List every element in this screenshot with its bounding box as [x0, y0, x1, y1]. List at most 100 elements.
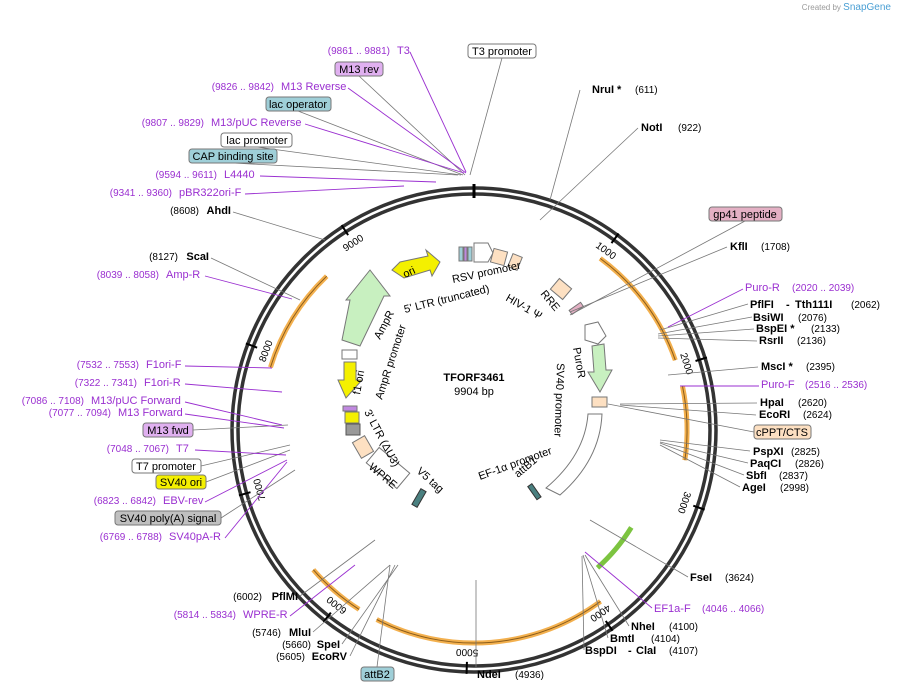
enzyme-pflmi: PflMI [272, 591, 298, 603]
enzyme-leader-10 [659, 439, 751, 452]
enzyme-leader-21 [312, 564, 391, 633]
box-t3-promoter [467, 43, 537, 59]
primer-m13-forward: M13 Forward [118, 407, 183, 419]
box-cppt-cts [753, 424, 812, 440]
box-lac-operator [265, 96, 332, 112]
enzyme-bspei: BspEI * [756, 323, 795, 335]
enzyme-nrui: NruI * [592, 84, 622, 96]
plasmid-size: 9904 bp [454, 386, 494, 398]
primer-f1ori-f-pos: (7532 .. 7553) [77, 360, 139, 371]
primer-ef1a-f-pos: (4046 .. 4066) [702, 604, 764, 615]
puror-arrow [587, 343, 613, 394]
inner-label-ori: ori [401, 265, 417, 281]
enzyme-ecori: EcoRI [759, 409, 790, 421]
primer-leader-10 [194, 449, 287, 456]
primer-l4440-pos: (9594 .. 9611) [155, 170, 217, 181]
enzyme-nrui-pos: (611) [635, 85, 658, 96]
primer-ebv-rev: EBV-rev [163, 495, 204, 507]
enzyme-leader-6 [657, 337, 758, 342]
credit: Created by SnapGene [802, 2, 891, 13]
primer-leader-14 [667, 288, 744, 328]
label-lac-operator: lac operator [269, 99, 327, 111]
enzyme-bmti: BmtI [610, 633, 634, 645]
enzyme-clai: ClaI [636, 645, 656, 657]
primer-sv40pa-r: SV40pA-R [169, 531, 221, 543]
boxed-feature-labels: T3 promoter M13 rev lac operator lac pro… [114, 43, 812, 682]
primer-m13-puc-reverse-pos: (9807 .. 9829) [142, 118, 204, 129]
enzyme-leader-12 [659, 442, 745, 476]
primer-leader-5 [204, 275, 293, 300]
enzyme-nhei-pos: (4100) [669, 622, 698, 633]
enzyme-leader-35 [220, 469, 296, 519]
label-attb2: attB2 [364, 669, 390, 681]
enzyme-sbfi-pos: (2837) [779, 471, 808, 482]
rsv-promoter-arrow [473, 242, 494, 263]
gp41-block [568, 301, 585, 316]
ltr3-block [351, 435, 375, 459]
backbone-inner-ring [236, 192, 712, 668]
enzyme-bspdi-separator: - [628, 645, 632, 657]
enzyme-leader-7 [667, 366, 759, 376]
primer-t3: T3 [397, 45, 410, 57]
right-enzyme-labels: NruI * (611) NotI (922) KflI (1708) PflF… [477, 84, 880, 681]
rre-block [549, 277, 573, 301]
enzyme-paqci: PaqCI [750, 458, 781, 470]
orf-arc-4-reverse-core [312, 569, 360, 610]
label-cppt-cts: cPPT/CTS [756, 427, 808, 439]
ori-arrow [391, 248, 441, 279]
enzyme-fsei-pos: (3624) [725, 573, 754, 584]
box-lac-promoter [220, 132, 293, 148]
v5-tag-block [411, 488, 427, 508]
inner-label-sv40-promoter: SV40 promoter [551, 363, 566, 438]
primer-ebv-rev-pos: (6823 .. 6842) [94, 496, 156, 507]
primer-leader-9 [184, 413, 285, 429]
primer-leader-8 [184, 401, 283, 426]
enzyme-leader-11 [659, 441, 749, 464]
primer-puro-r-pos: (2020 .. 2039) [792, 283, 854, 294]
primer-leader-3 [259, 175, 437, 183]
enzyme-pspxi: PspXI [753, 446, 784, 458]
enzyme-leader-4 [657, 316, 753, 335]
enzyme-rsrii: RsrII [759, 335, 783, 347]
enzyme-paqci-pos: (2826) [795, 459, 824, 470]
box-m13-rev [334, 61, 384, 77]
label-m13-fwd: M13 fwd [147, 425, 189, 437]
m13rev-block [463, 246, 468, 262]
enzyme-ecorv-pos: (5605) [276, 652, 305, 663]
enzyme-fsei: FseI [690, 572, 712, 584]
orf-arc-1 [598, 256, 678, 362]
enzyme-mlui: MluI [289, 627, 311, 639]
enzyme-leader-25 [469, 57, 503, 176]
primer-t7: T7 [176, 443, 189, 455]
primer-wpre-r: WPRE-R [243, 609, 288, 621]
enzyme-leader-1 [539, 127, 639, 221]
enzyme-ndei-pos: (4936) [515, 670, 544, 681]
lac-operator-block [467, 246, 473, 262]
primer-leader-16 [584, 551, 653, 609]
tick-label-1000: 1000 [593, 240, 618, 262]
ampr-arrow [341, 269, 392, 347]
hiv-psi-block [507, 252, 523, 272]
tick-4000 [604, 620, 614, 632]
orf-arc-3-reverse-core [376, 600, 601, 644]
box-sv40-ori [155, 474, 207, 490]
enzyme-bspdi: BspDI [585, 645, 617, 657]
enzyme-agei-pos: (2998) [780, 483, 809, 494]
enzyme-leader-29 [232, 162, 459, 176]
enzyme-bspdi-pos: (4107) [669, 646, 698, 657]
label-m13-rev: M13 rev [339, 64, 379, 76]
enzyme-msci: MscI * [761, 361, 794, 373]
enzyme-ecori-pos: (2624) [803, 410, 832, 421]
primer-sv40pa-r-pos: (6769 .. 6788) [100, 532, 162, 543]
enzyme-leader-14 [589, 519, 689, 578]
tick-label-6000: 6000 [325, 593, 350, 616]
enzyme-bsiwi: BsiWI [753, 312, 784, 324]
enzyme-bmti-pos: (4104) [651, 634, 680, 645]
enzyme-kfli-pos: (1708) [761, 242, 790, 253]
cap-block [458, 246, 464, 262]
enzyme-noti-pos: (922) [678, 123, 701, 134]
box-attb2 [360, 666, 395, 682]
label-t3-promoter: T3 promoter [472, 46, 532, 58]
primer-pbr322ori-f: pBR322ori-F [179, 187, 242, 199]
primer-labels: T3 (9861 .. 9881) M13 Reverse (9826 .. 9… [22, 45, 868, 621]
